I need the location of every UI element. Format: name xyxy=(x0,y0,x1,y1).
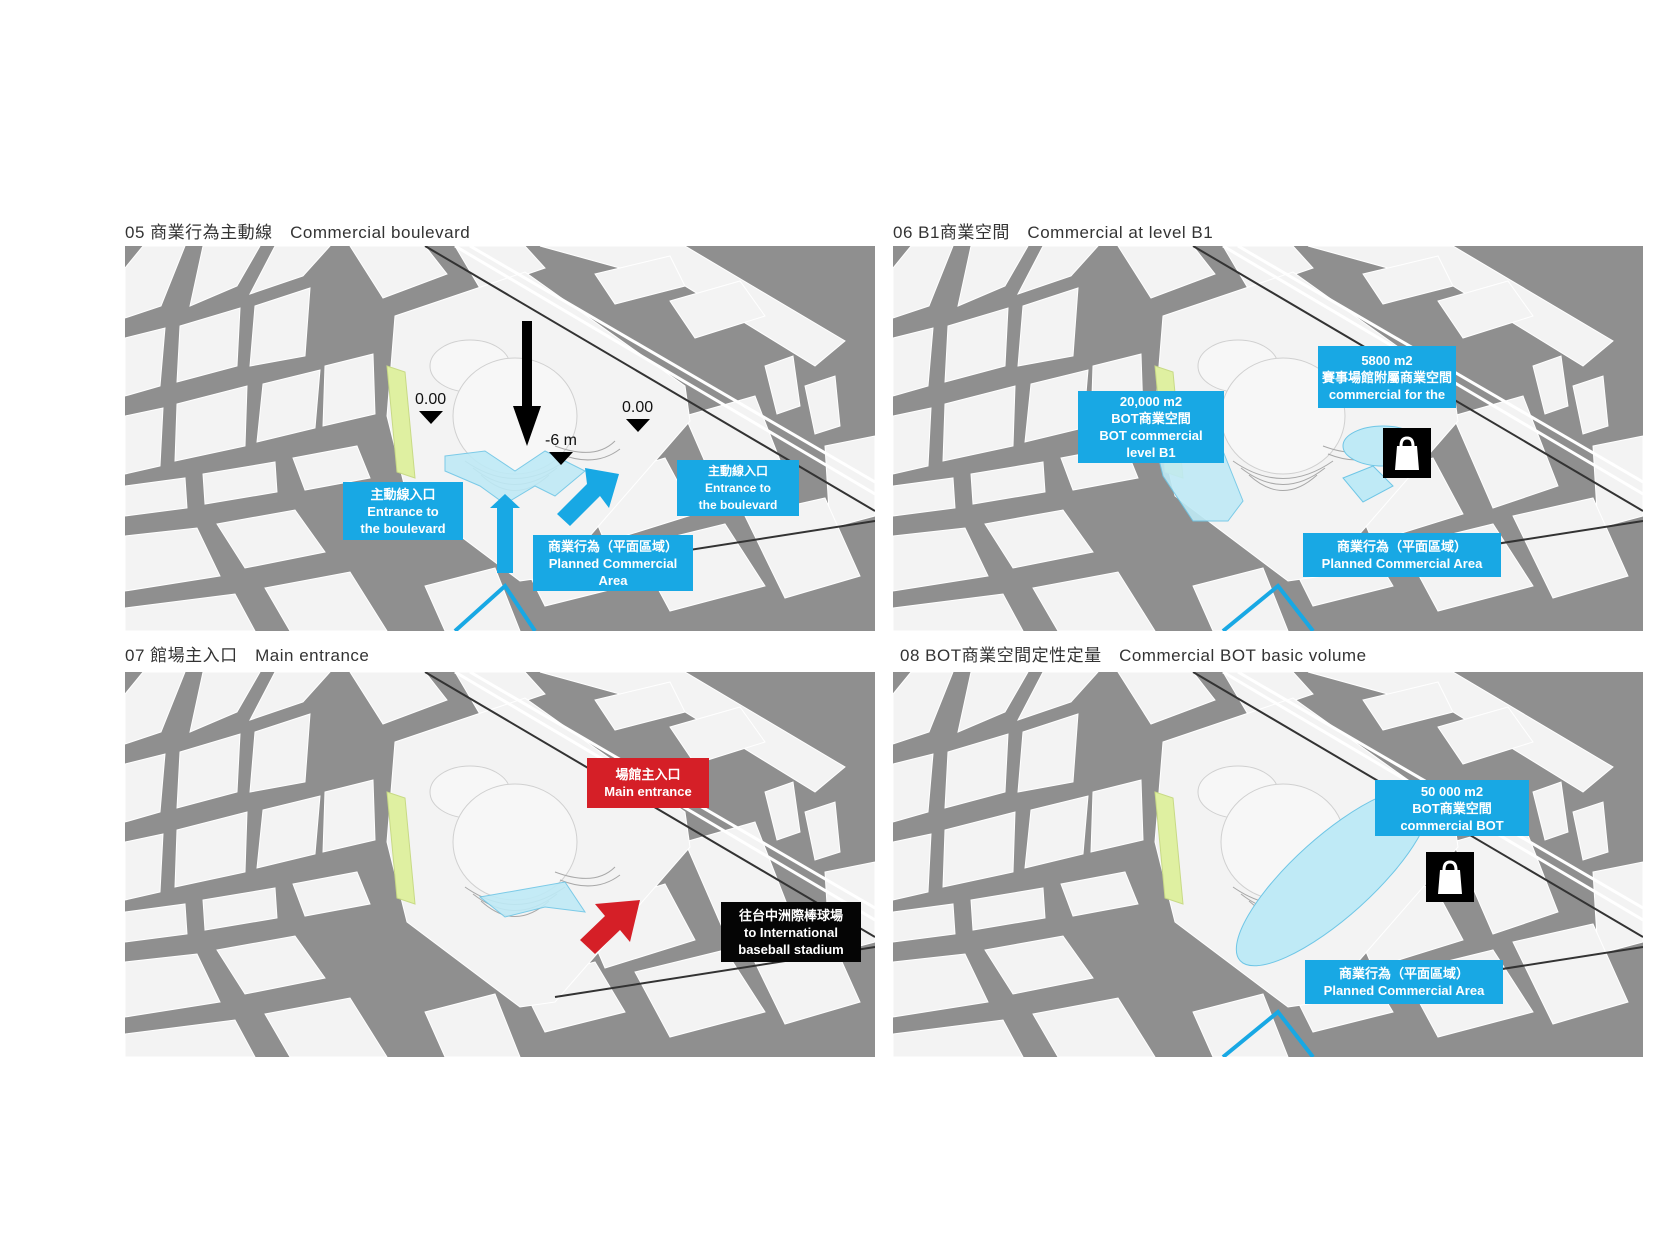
callout-line: Entrance to xyxy=(367,503,439,519)
callout-line: Main entrance xyxy=(604,784,692,799)
level-marker-center: -6 m xyxy=(545,432,577,465)
callout-line: 場館主入口 xyxy=(615,767,681,782)
callout-line: level B1 xyxy=(1126,445,1176,460)
callout-line: the boulevard xyxy=(698,497,778,512)
callout-line: 50 000 m2 xyxy=(1420,783,1484,799)
callout-line: Planned Commercial Area xyxy=(1323,983,1485,998)
callout-line: Planned Commercial Area xyxy=(1321,556,1483,571)
callout-line: 賽事場館附屬商業空間 xyxy=(1321,369,1452,385)
panel-07-overlay xyxy=(478,881,640,954)
callout-bot-b1: 20,000 m2 BOT商業空間 BOT commercial level B1 xyxy=(1078,391,1224,463)
callout-line: Entrance to xyxy=(704,480,771,495)
down-arrow-icon xyxy=(513,321,541,446)
main-entrance-arrow-icon xyxy=(580,900,640,954)
panel-06-map: 20,000 m2 BOT商業空間 BOT commercial level B1 5… xyxy=(893,246,1643,631)
callout-line: 商業行為（平面區域） xyxy=(1336,539,1467,554)
level-marker-left: 0.00 xyxy=(415,391,446,424)
panel-title-07: 07 館場主入口 Main entrance xyxy=(125,646,370,665)
panel-title-05: 05 商業行為主動線 Commercial boulevard xyxy=(125,223,471,242)
callout-line: Planned Commercial xyxy=(548,555,678,571)
callout-line: 主動線入口 xyxy=(707,463,768,478)
site-map-svg xyxy=(893,246,1643,631)
level-marker-right: 0.00 xyxy=(622,399,653,432)
callout-line: 主動線入口 xyxy=(370,486,436,502)
level-value: -6 m xyxy=(545,432,577,449)
entrance-arrow-icon xyxy=(490,468,619,573)
callout-line: to International xyxy=(744,924,838,940)
site-map-svg xyxy=(893,672,1643,1057)
callout-line: 往台中洲際棒球場 xyxy=(738,907,843,923)
callout-line: 5800 m2 xyxy=(1361,352,1413,368)
callout-line: 商業行為（平面區域） xyxy=(547,538,678,554)
callout-line: commercial for the xyxy=(1328,386,1446,402)
panel-title-06: 06 B1商業空間 Commercial at level B1 xyxy=(893,223,1214,242)
panel-08-overlay xyxy=(1221,787,1431,1057)
level-value: 0.00 xyxy=(622,399,654,416)
callout-line: baseball stadium xyxy=(738,941,844,957)
panel-05-overlay xyxy=(444,321,619,631)
shopping-bag-icon xyxy=(1426,852,1474,902)
callout-main-entrance: 場館主入口 Main entrance xyxy=(587,758,709,808)
callout-line: commercial BOT xyxy=(1400,817,1504,833)
callout-planned-commercial: 商業行為（平面區域） Planned Commercial Area xyxy=(1305,960,1503,1004)
level-value: 0.00 xyxy=(415,391,447,408)
callout-line: BOT commercial xyxy=(1099,428,1203,443)
callout-line: Area xyxy=(598,572,628,588)
panel-06-overlay xyxy=(1152,425,1424,631)
shopping-bag-icon xyxy=(1383,428,1431,478)
callout-line: the boulevard xyxy=(360,520,446,536)
callout-entrance-right: 主動線入口 Entrance to the boulevard xyxy=(677,460,799,516)
callout-line: BOT商業空間 xyxy=(1412,800,1492,816)
callout-line: 20,000 m2 xyxy=(1119,394,1183,409)
callout-planned-commercial: 商業行為（平面區域） Planned Commercial Area xyxy=(1303,533,1501,577)
callout-line: 商業行為（平面區域） xyxy=(1338,966,1469,981)
callout-line: BOT商業空間 xyxy=(1111,411,1191,426)
panel-title-08: 08 BOT商業空間定性定量 Commercial BOT basic volu… xyxy=(900,646,1367,665)
